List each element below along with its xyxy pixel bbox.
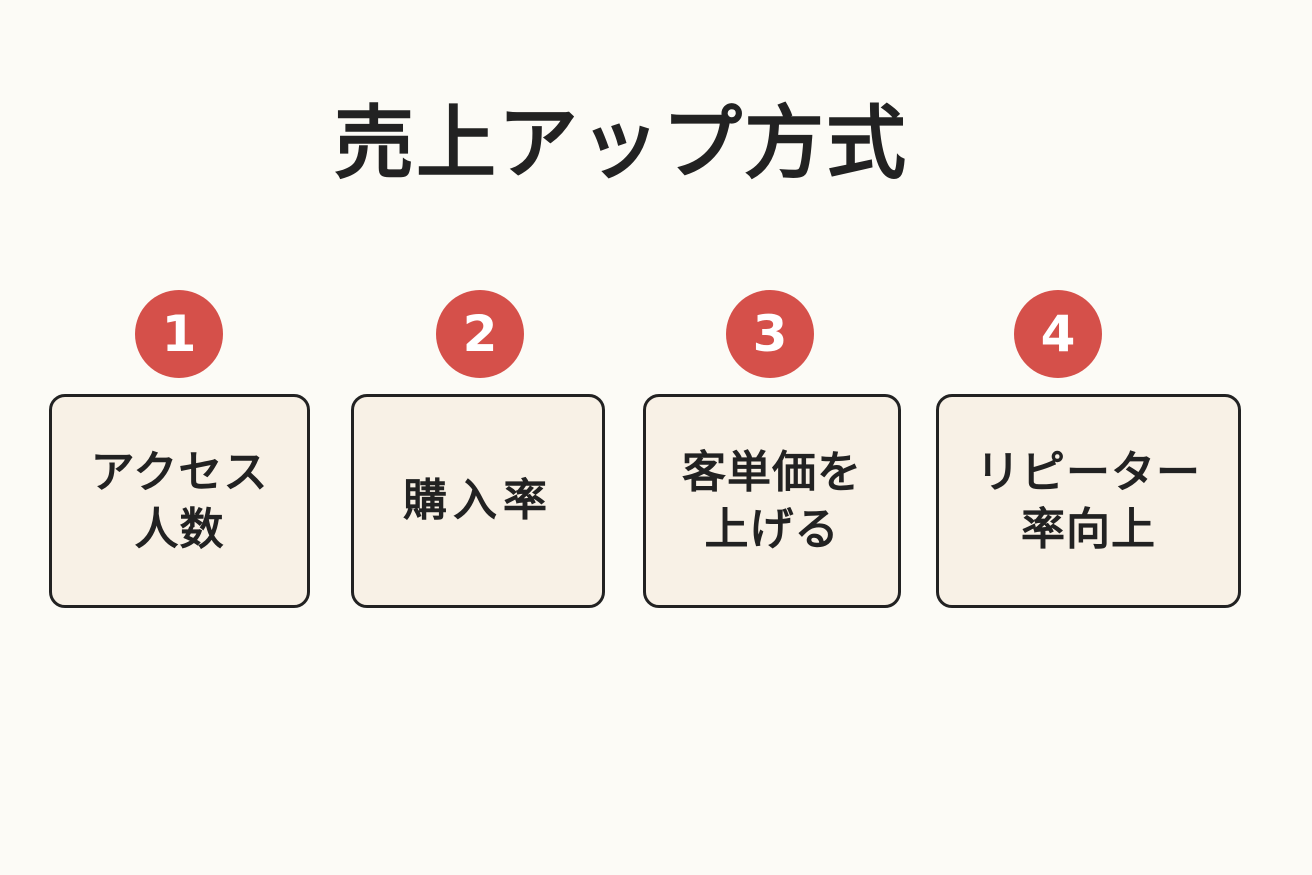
step-number-badge: 3 [726,290,814,378]
step-card: 客単価を 上げる [643,394,901,608]
step-label: アクセス 人数 [90,446,269,555]
step-card: 購入率 [351,394,605,608]
step-card: リピーター 率向上 [936,394,1241,608]
step-label: 客単価を 上げる [682,446,862,555]
step-number-badge: 4 [1014,290,1102,378]
page-title: 売上アップ方式 [334,97,908,190]
step-card: アクセス 人数 [49,394,310,608]
step-number-badge: 1 [135,290,223,378]
step-label: 購入率 [403,475,553,527]
step-number-badge: 2 [436,290,524,378]
step-label: リピーター 率向上 [976,446,1201,555]
